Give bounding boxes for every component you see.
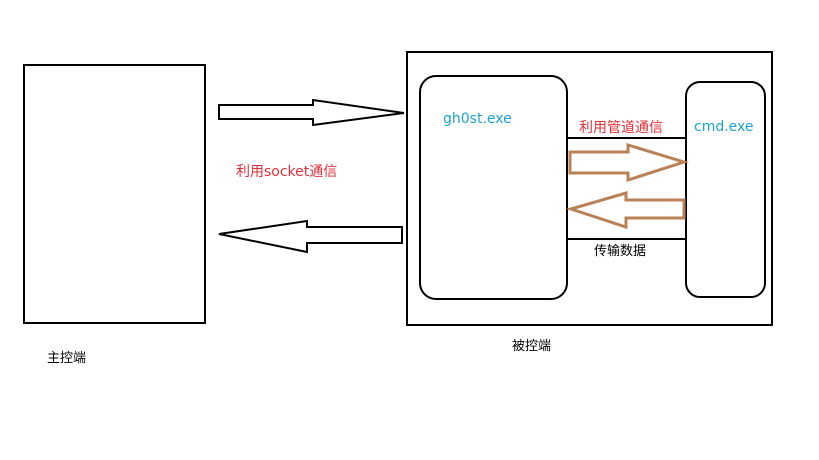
ghost-process-box (419, 75, 568, 300)
ghost-process-label: gh0st.exe (443, 111, 512, 127)
pipe-comm-label: 利用管道通信 (579, 120, 663, 136)
data-transfer-label: 传输数据 (594, 244, 647, 259)
cmd-process-label: cmd.exe (694, 119, 754, 135)
pipe-arrow-left (565, 191, 686, 230)
master-side-box (23, 64, 206, 324)
socket-arrow-right (218, 98, 405, 127)
master-side-label: 主控端 (47, 351, 87, 366)
controlled-side-label: 被控端 (512, 339, 552, 354)
pipe-arrow-right (568, 142, 690, 183)
cmd-process-box (685, 81, 766, 298)
socket-comm-label: 利用socket通信 (236, 164, 338, 180)
socket-arrow-left (218, 219, 403, 254)
